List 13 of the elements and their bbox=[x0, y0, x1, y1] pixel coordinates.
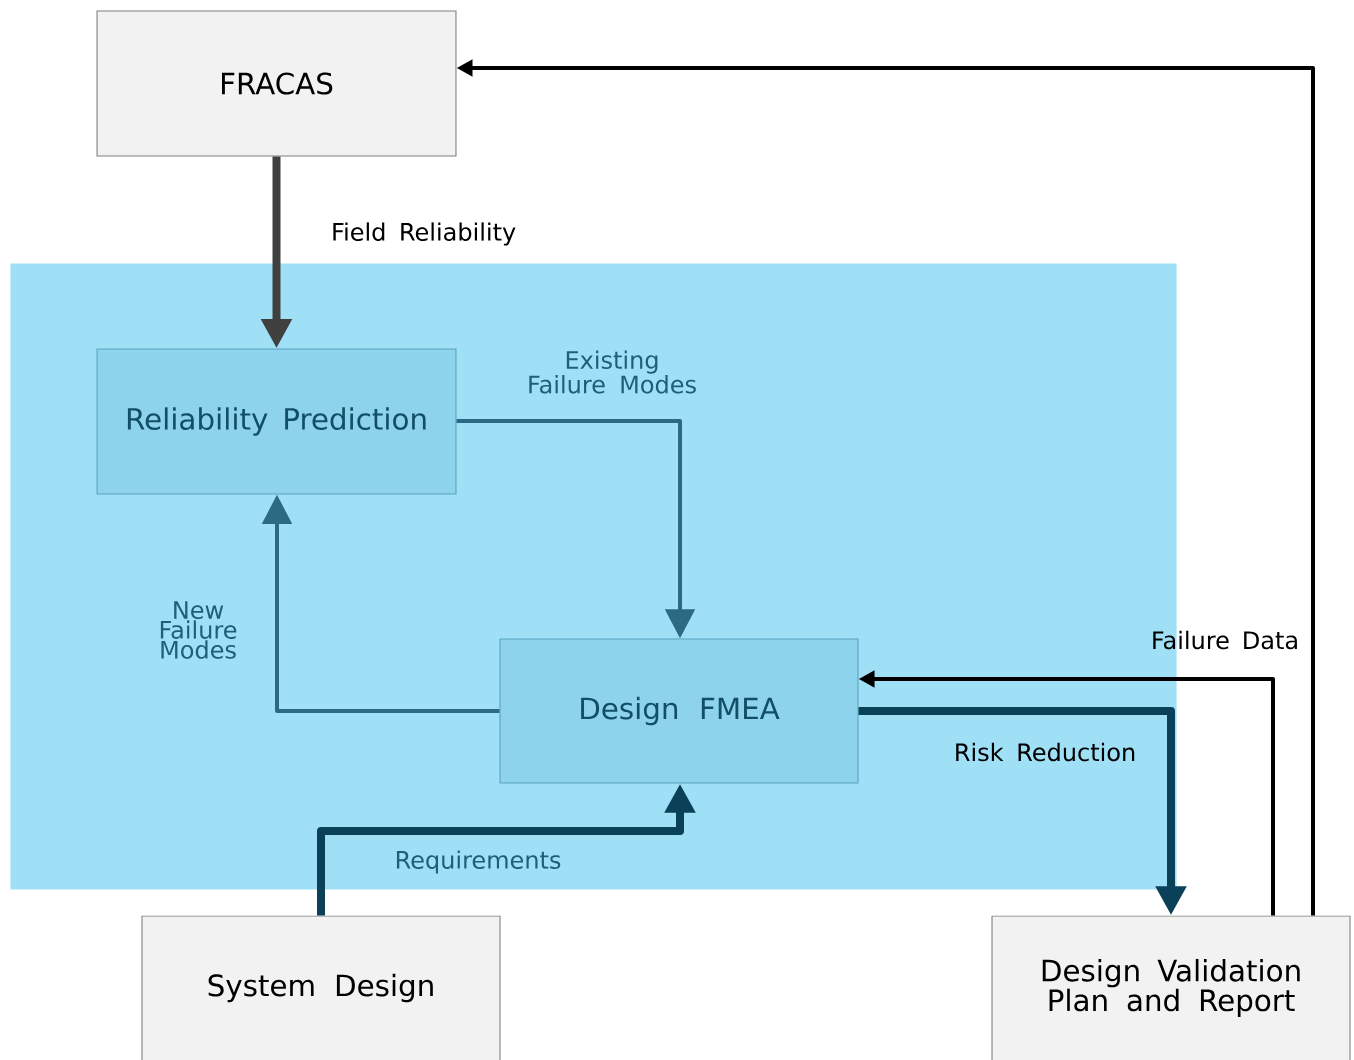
process-box: Reliability Prediction bbox=[96, 348, 457, 495]
edge-label: New Failure Modes bbox=[160, 601, 237, 659]
edge-label: Field Reliability bbox=[333, 222, 516, 246]
process-box: Design FMEA bbox=[499, 638, 859, 784]
process-box: FRACAS bbox=[96, 10, 457, 157]
edge-label: Existing Failure Modes bbox=[529, 350, 696, 394]
edge-label: Failure Data bbox=[1153, 630, 1297, 650]
process-box bbox=[991, 915, 1351, 1060]
edge-label: Requirements bbox=[396, 850, 561, 874]
node-label: Design Validation Plan and Report bbox=[1042, 958, 1300, 1018]
node-label: System Design bbox=[208, 973, 433, 1003]
edge-label: Risk Reduction bbox=[956, 742, 1135, 762]
process-box bbox=[141, 915, 501, 1060]
